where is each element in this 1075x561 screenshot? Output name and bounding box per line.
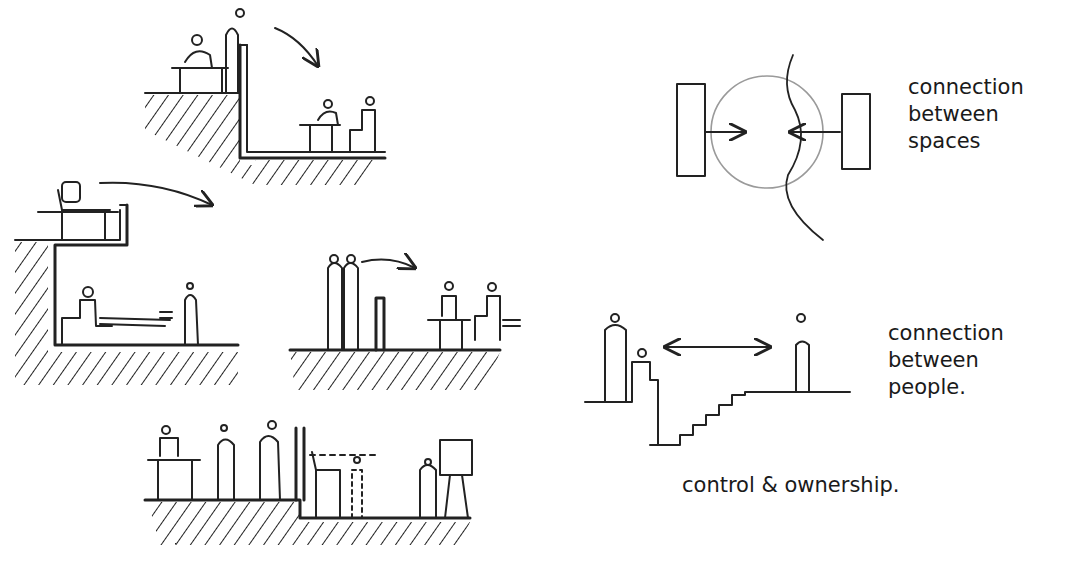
diagram-note: control & ownership.	[680, 472, 902, 499]
diagram-caption: connection between people.	[886, 320, 1040, 401]
section-sketch	[290, 255, 520, 390]
spaces-diagram	[677, 55, 870, 240]
people-diagram	[585, 314, 850, 445]
diagram-caption: connection between spaces	[906, 74, 1050, 155]
section-sketch	[145, 9, 385, 185]
section-sketch	[145, 421, 472, 545]
section-sketch	[15, 182, 238, 385]
